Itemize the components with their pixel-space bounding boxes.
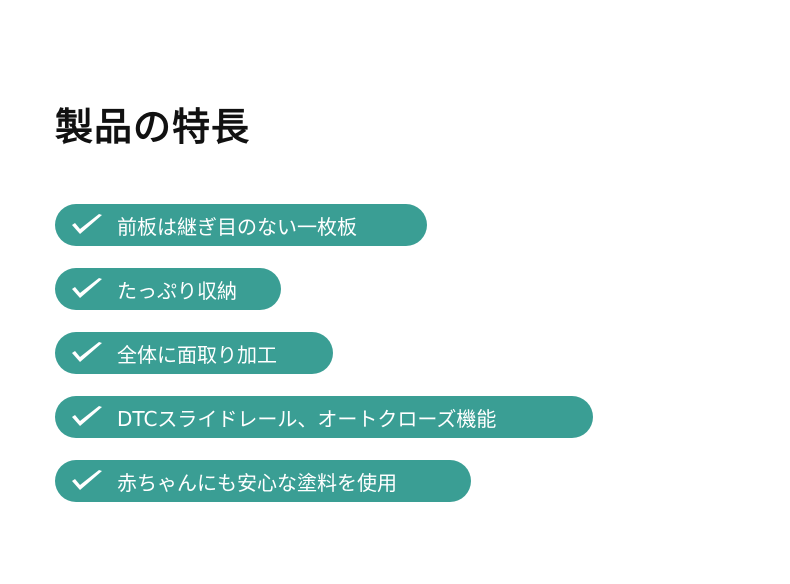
- check-icon: [72, 406, 102, 426]
- feature-label: DTCスライドレール、オートクローズ機能: [117, 406, 497, 431]
- feature-label: たっぷり収納: [117, 278, 237, 303]
- feature-label: 赤ちゃんにも安心な塗料を使用: [117, 470, 397, 495]
- feature-item: 赤ちゃんにも安心な塗料を使用: [55, 460, 471, 502]
- feature-item: 前板は継ぎ目のない一枚板: [55, 204, 427, 246]
- feature-label: 前板は継ぎ目のない一枚板: [117, 214, 357, 239]
- check-icon: [72, 278, 102, 298]
- feature-item: DTCスライドレール、オートクローズ機能: [55, 396, 593, 438]
- check-icon: [72, 470, 102, 490]
- feature-item: たっぷり収納: [55, 268, 281, 310]
- feature-item: 全体に面取り加工: [55, 332, 333, 374]
- page-title: 製品の特長: [55, 105, 251, 149]
- feature-label: 全体に面取り加工: [117, 342, 277, 367]
- check-icon: [72, 342, 102, 362]
- check-icon: [72, 214, 102, 234]
